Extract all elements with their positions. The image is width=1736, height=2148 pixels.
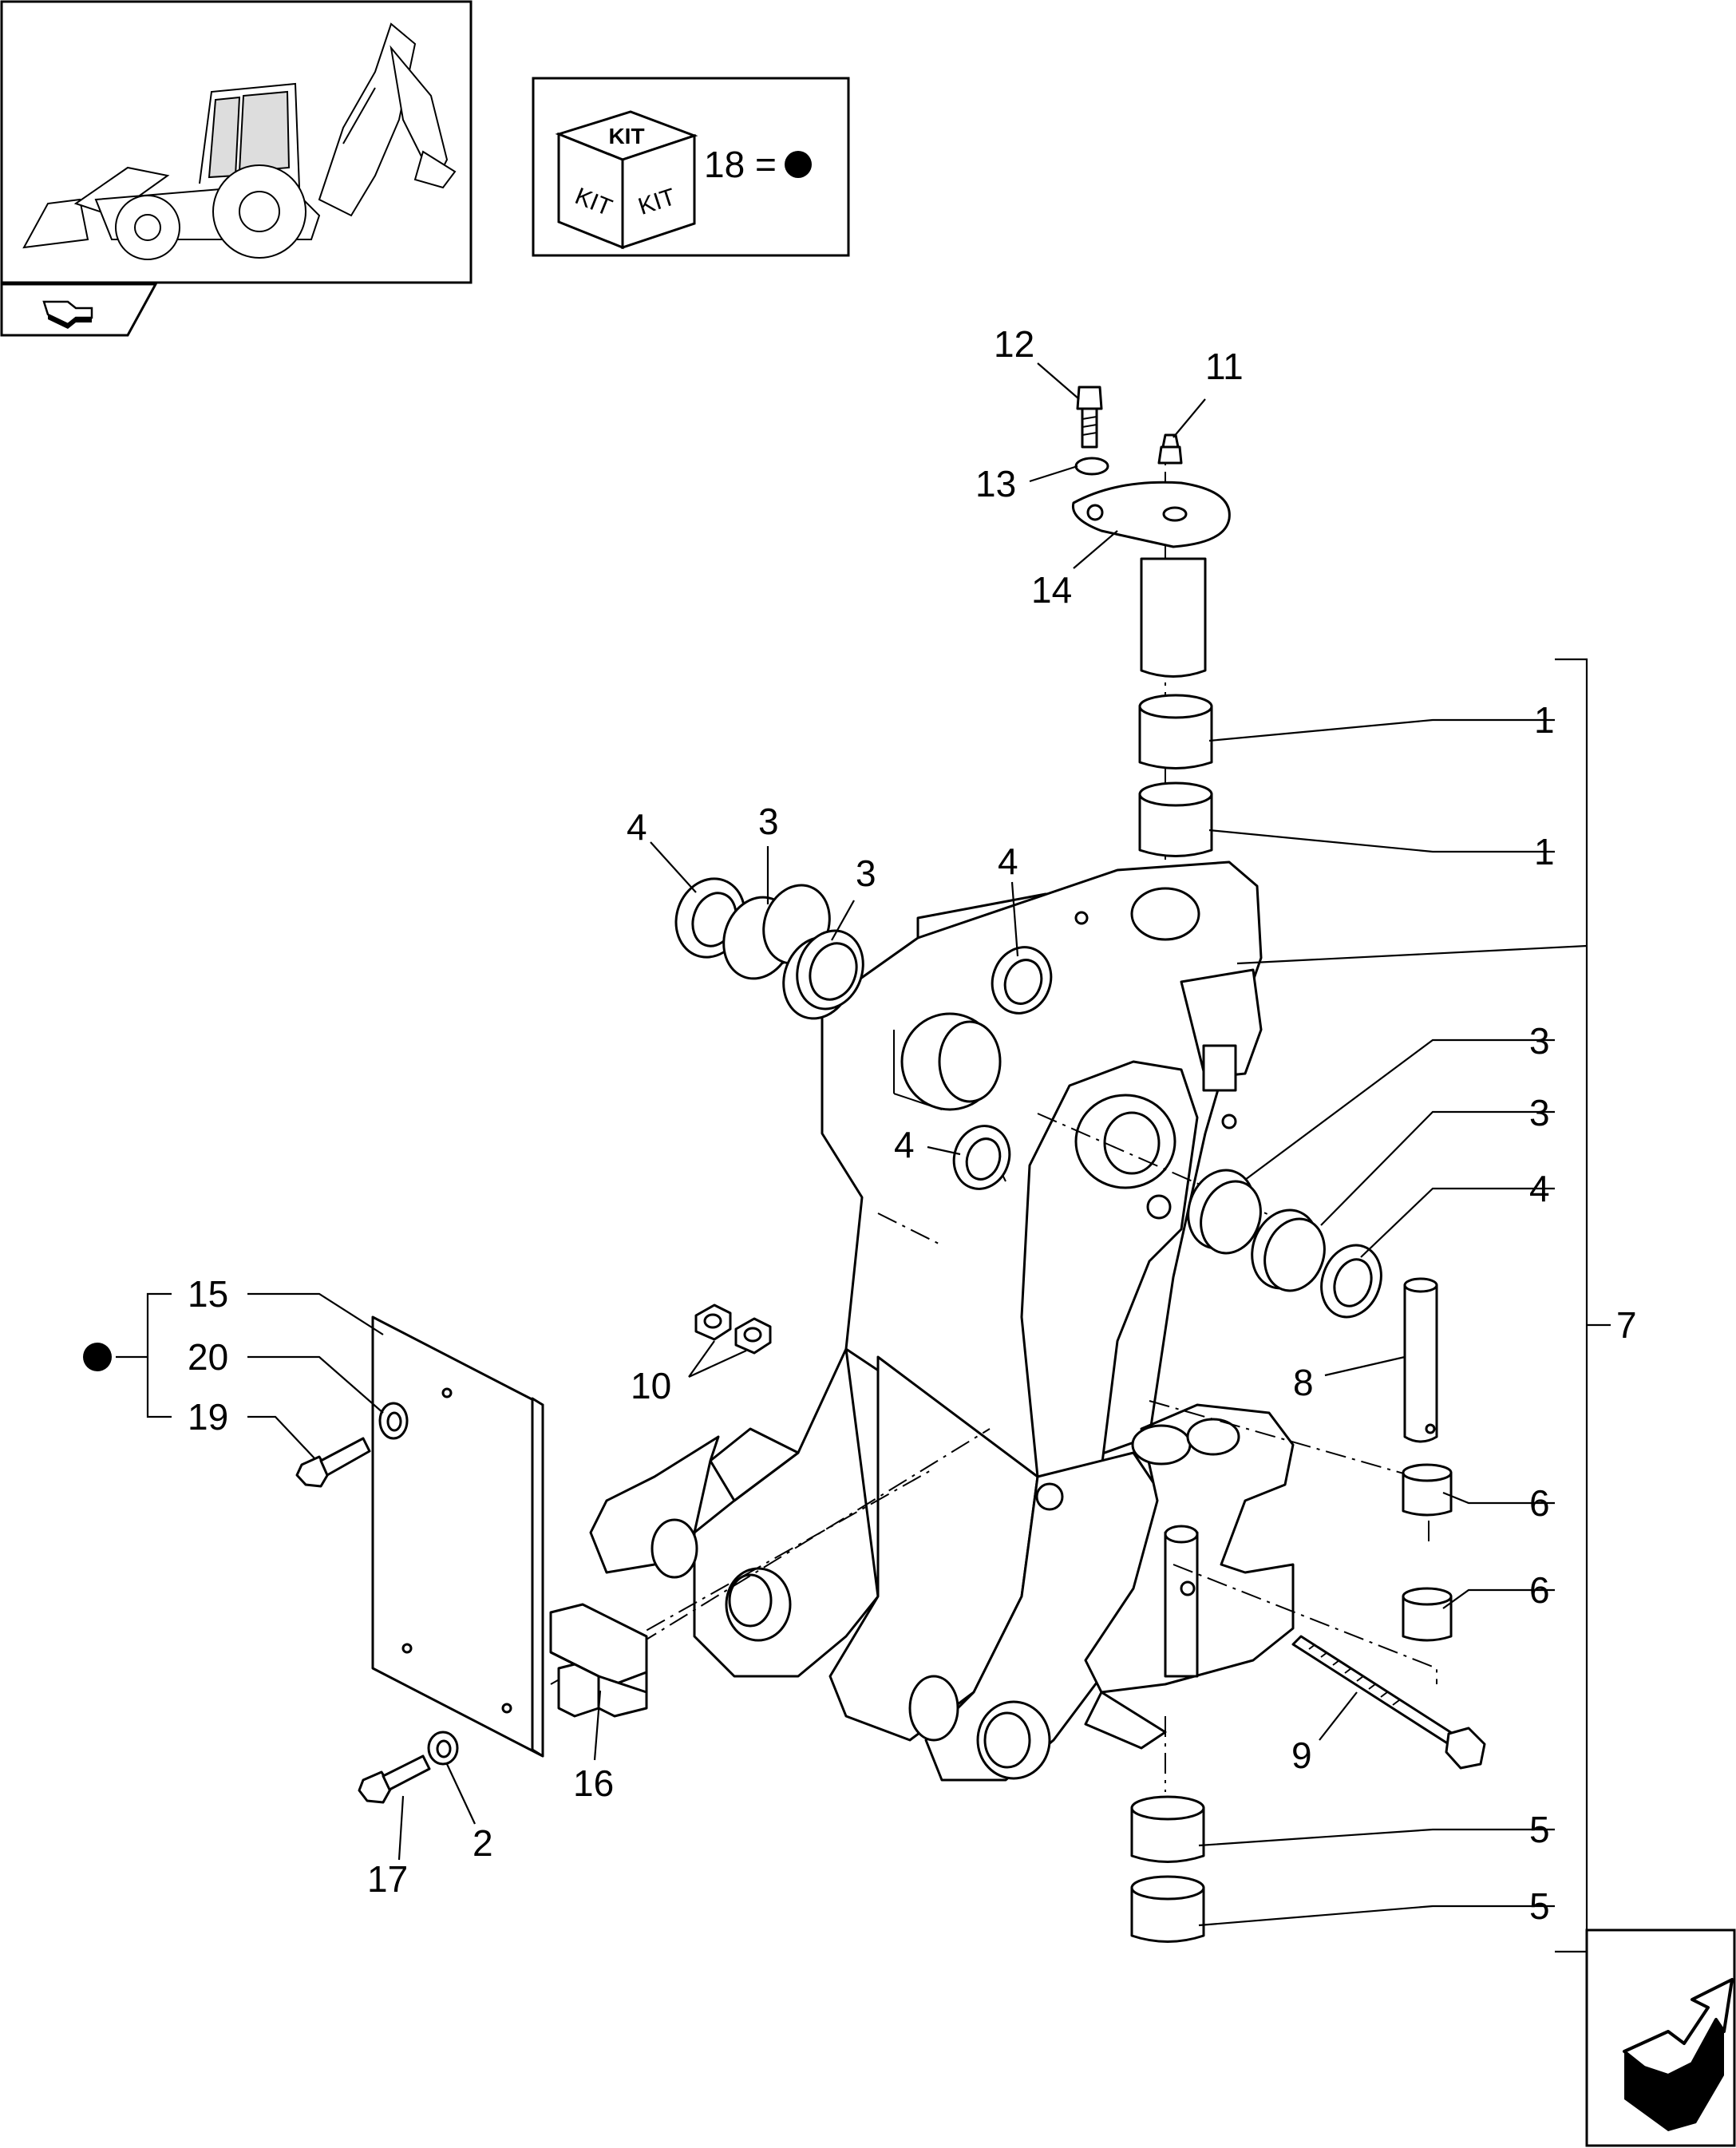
nut-10a (694, 1303, 732, 1341)
kit-legend: KIT KIT KIT 18 = (532, 77, 850, 257)
washer-2 (427, 1731, 459, 1766)
kit-cube-icon: KIT KIT KIT (555, 110, 698, 250)
callout-3a: 3 (758, 801, 779, 842)
backhoe-thumbnail (22, 22, 457, 260)
callout-4c: 4 (894, 1124, 915, 1165)
kit-equation: 18 = (704, 144, 777, 185)
bolt-9 (1291, 1635, 1486, 1770)
seal-4-upper (991, 946, 1053, 1015)
washer-20 (378, 1402, 409, 1440)
cover-plate-15 (371, 1315, 544, 1758)
swing-frame (550, 435, 1437, 1792)
bushing-1a (1138, 694, 1213, 769)
callout-20: 20 (188, 1336, 228, 1378)
machine-thumbnail (0, 0, 473, 284)
pin-14 (1071, 481, 1231, 678)
bushing-5a (1130, 1795, 1205, 1863)
callout-3d: 3 (1529, 1092, 1550, 1133)
washer-13 (1074, 457, 1109, 476)
next-page-button[interactable] (1585, 1928, 1736, 2147)
bushing-3-right-a (1187, 1169, 1262, 1255)
callout-14: 14 (1031, 569, 1072, 611)
bushing-6b (1402, 1587, 1453, 1642)
back-button[interactable] (0, 283, 158, 337)
callout-2: 2 (473, 1822, 493, 1864)
bushing-1b (1138, 781, 1213, 857)
kit-top-label: KIT (608, 124, 644, 148)
callout-7: 7 (1616, 1304, 1637, 1346)
bushing-6a (1402, 1463, 1453, 1517)
screw-17 (358, 1754, 431, 1804)
kit-dot-icon (785, 151, 812, 178)
callout-10: 10 (631, 1365, 671, 1406)
callout-3b: 3 (856, 852, 876, 894)
callout-13: 13 (975, 463, 1016, 504)
callout-11: 11 (1205, 346, 1244, 387)
grease-nipple-11 (1157, 433, 1183, 465)
callout-6b: 6 (1529, 1569, 1550, 1611)
callout-1b: 1 (1534, 831, 1555, 872)
callout-5b: 5 (1529, 1885, 1550, 1927)
callout-15: 15 (188, 1273, 228, 1315)
seal-4-middle (952, 1125, 1011, 1190)
next-page-arrow-icon (1623, 1978, 1734, 2131)
callout-16: 16 (573, 1762, 614, 1804)
callout-4a: 4 (627, 806, 647, 848)
callout-9: 9 (1291, 1735, 1312, 1776)
callout-12: 12 (994, 323, 1034, 365)
pin-8 (1403, 1277, 1438, 1443)
leader-lines (247, 362, 1588, 1927)
nut-10b (734, 1317, 772, 1355)
callout-4d: 4 (1529, 1168, 1550, 1209)
callout-17: 17 (367, 1858, 408, 1900)
callout-labels: 12 11 13 14 1 1 4 3 3 4 3 3 4 4 15 7 20 … (188, 323, 1637, 1927)
callout-3c: 3 (1529, 1020, 1550, 1062)
callout-6a: 6 (1529, 1482, 1550, 1524)
callout-8: 8 (1293, 1362, 1314, 1403)
bushing-5b (1130, 1875, 1205, 1943)
callout-1a: 1 (1534, 699, 1555, 741)
bushing-3-right-b (1251, 1208, 1326, 1292)
screw-19 (295, 1437, 371, 1488)
callout-5a: 5 (1529, 1809, 1550, 1850)
callout-19: 19 (188, 1396, 228, 1438)
kit-group-dot-icon (83, 1343, 112, 1371)
seal-4-right (1320, 1244, 1382, 1319)
back-arrow-icon (42, 300, 93, 329)
screw-12 (1076, 386, 1103, 449)
callout-4b: 4 (998, 841, 1018, 882)
bracket-16 (549, 1603, 648, 1718)
